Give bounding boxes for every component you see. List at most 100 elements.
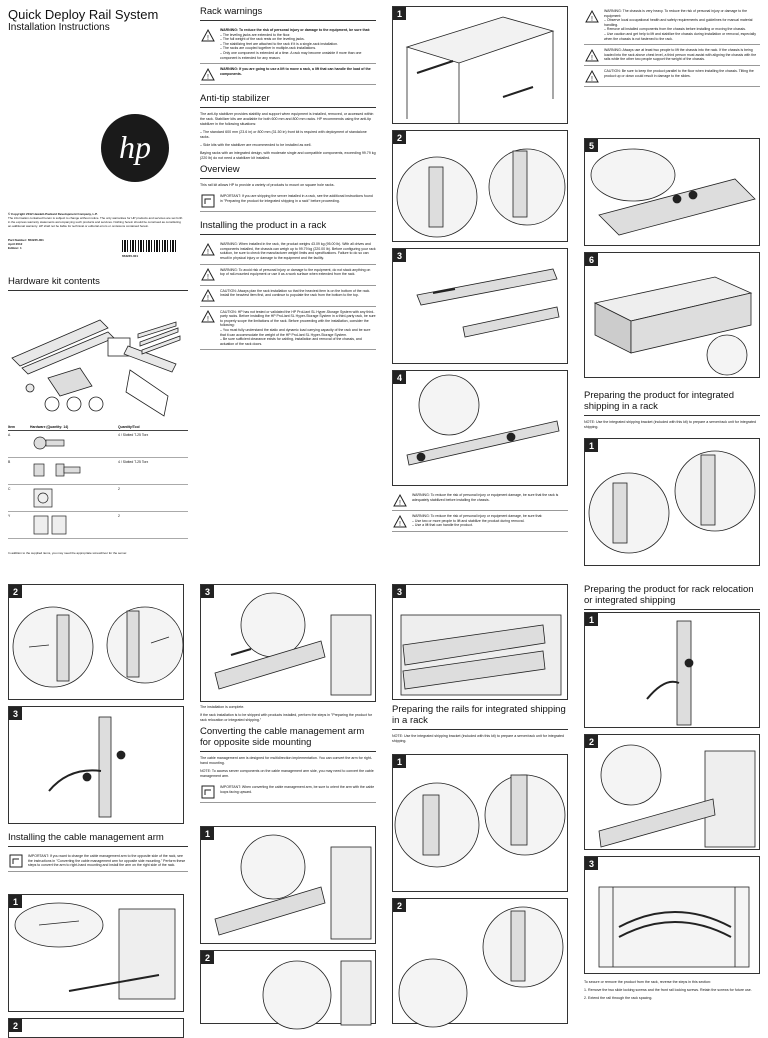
caution-text: CAUTION: Always plan the rack installati… — [220, 288, 371, 298]
warning-triangle-icon: ! — [392, 493, 408, 507]
list-item: – The racks are coupled together in mult… — [220, 46, 317, 51]
svg-text:!: ! — [207, 35, 209, 42]
row-tool: 4 / Slotted T-25 Torx — [118, 460, 149, 464]
list-item: – Use a lift that can handle the product… — [412, 523, 473, 528]
warning-text: WARNING: Always use at least two people … — [604, 48, 757, 62]
barcode — [122, 240, 178, 252]
step-panel: 2 — [8, 584, 184, 700]
header-hardware: Hardware (Quantity: 14) — [30, 425, 69, 429]
warning-box: ! WARNING: To avoid risk of personal inj… — [200, 265, 376, 286]
warning-box: ! WARNING: The chassis is very heavy. To… — [584, 6, 760, 46]
step-panel: 1 — [584, 438, 760, 566]
bracket-icon — [30, 514, 118, 537]
converting-note: NOTE: To access server components on the… — [200, 769, 374, 778]
antitip-heading: Anti-tip stabilizer — [200, 93, 270, 105]
step-number: 6 — [585, 253, 598, 266]
column-3-warnings: ! WARNING: To reduce the risk of persona… — [392, 490, 568, 532]
important-hand-icon — [200, 785, 216, 799]
table-row: A 4 / Slotted T-25 Torx — [8, 431, 188, 458]
step-panel: 2 — [8, 1018, 184, 1038]
warning-text: WARNING: To avoid risk of personal injur… — [220, 267, 371, 277]
cage-nut-icon — [30, 487, 118, 510]
table-row: B 4 / Slotted T-25 Torx — [8, 458, 188, 485]
step-panel: 3 — [584, 856, 760, 974]
important-text: IMPORTANT: If you are shipping the serve… — [220, 194, 373, 203]
cable-section: Installing the cable management arm IMPO… — [8, 832, 188, 872]
warning-box: ! WARNING: If you are going to use a lif… — [200, 64, 376, 86]
warning-triangle-icon: ! — [584, 48, 600, 62]
step-number: 3 — [585, 857, 598, 870]
svg-text:!: ! — [591, 55, 593, 62]
warning-text: WARNING: When installed in the rack, the… — [220, 242, 376, 260]
screw-b-icon — [30, 460, 118, 481]
step-panel: 3 — [8, 706, 184, 824]
important-hand-icon — [200, 194, 216, 208]
barcode-number: 653245-001 — [122, 254, 139, 258]
table-row: Y 2 — [8, 512, 188, 539]
important-text: IMPORTANT: When converting the cable man… — [220, 785, 375, 794]
step-number: 3 — [9, 707, 22, 720]
step-panel: 1 — [8, 894, 184, 1012]
hardware-heading: Hardware kit contents — [8, 276, 100, 287]
step-panel: 2 — [392, 898, 568, 1028]
step-number: 1 — [393, 755, 406, 768]
step-number: 2 — [393, 899, 406, 912]
step-number: 3 — [201, 585, 214, 598]
overview-heading: Overview — [200, 164, 240, 176]
hardware-table: Item Hardware (Quantity: 14) Quantity/To… — [8, 425, 188, 555]
warning-box: ! WARNING: To reduce the risk of persona… — [392, 511, 568, 532]
warning-triangle-icon: ! — [584, 9, 600, 23]
legal-text: The information contained herein is subj… — [8, 216, 183, 228]
row-item: B — [8, 460, 11, 464]
column-4-prep: Preparing the product for integrated shi… — [584, 390, 760, 433]
step-panel: 1 — [200, 826, 376, 944]
step-panel: 6 — [584, 252, 760, 378]
list-item: – The leveling jacks are extended to the… — [220, 32, 291, 37]
step-panel: 2 — [200, 950, 376, 1030]
hp-logo: hp — [101, 114, 169, 182]
list-item: – The standard 600 mm (23.6 in) or 800 m… — [200, 130, 367, 140]
column-4: ! WARNING: The chassis is very heavy. To… — [584, 6, 760, 88]
step-number: 2 — [201, 951, 214, 964]
list-item: – Side kits with the stabilizer are reco… — [200, 143, 312, 148]
divider — [200, 234, 376, 236]
divider — [392, 729, 568, 730]
warning-triangle-icon: ! — [200, 67, 216, 81]
column-4-relocation: Preparing the product for rack relocatio… — [584, 584, 760, 614]
caution-box: ! CAUTION: Be sure to keep the product p… — [584, 66, 760, 88]
shipping-text: If the rack installation is to be shippe… — [200, 713, 373, 722]
step-panel: 5 — [584, 138, 760, 246]
row-tool: 4 / Slotted T-25 Torx — [118, 433, 149, 437]
warning-text: WARNING: To reduce the risk of personal … — [412, 493, 559, 502]
installing-heading: Installing the product in a rack — [200, 220, 327, 232]
edition: Edition: 1 — [8, 246, 22, 250]
warning-box: ! WARNING: Always use at least two peopl… — [584, 45, 760, 67]
warning-triangle-icon: ! — [200, 267, 216, 282]
cable-heading: Installing the cable management arm — [8, 832, 164, 843]
page-subtitle: Installation Instructions — [8, 22, 110, 33]
step-number: 1 — [393, 7, 406, 20]
list-item: – Observe local occupational health and … — [604, 18, 753, 27]
column-2: Rack warnings ! WARNING: To reduce the r… — [200, 6, 376, 351]
svg-text:!: ! — [207, 74, 209, 81]
bottom-text: To secure or remove the product from the… — [584, 980, 712, 984]
step-number: 1 — [201, 827, 214, 840]
row-item: A — [8, 433, 11, 437]
warning-title: WARNING: To reduce the risk of personal … — [220, 28, 371, 32]
warning-triangle-icon: ! — [392, 514, 408, 528]
converting-text: The cable management arm is designed for… — [200, 756, 372, 765]
svg-text:!: ! — [207, 274, 209, 281]
important-hand-icon — [8, 854, 24, 868]
step-panel: 1 — [392, 754, 568, 892]
part-number: Part Number: 653245-001 — [8, 238, 44, 242]
list-item: – The stabilizing feet are attached to t… — [220, 41, 339, 46]
table-footer: In addition to the supplied items, you m… — [8, 551, 128, 555]
hardware-kit-drawing — [11, 319, 181, 417]
svg-text:!: ! — [207, 249, 209, 256]
prep-integrated-heading: Preparing the product for integrated shi… — [584, 390, 734, 412]
copyright: © Copyright 2012 Hewlett-Packard Develop… — [8, 212, 98, 216]
warning-box: ! WARNING: To reduce the risk of persona… — [392, 490, 568, 511]
step-number: 2 — [393, 131, 406, 144]
step-panel: 3 — [392, 584, 568, 700]
step-number: 1 — [585, 439, 598, 452]
